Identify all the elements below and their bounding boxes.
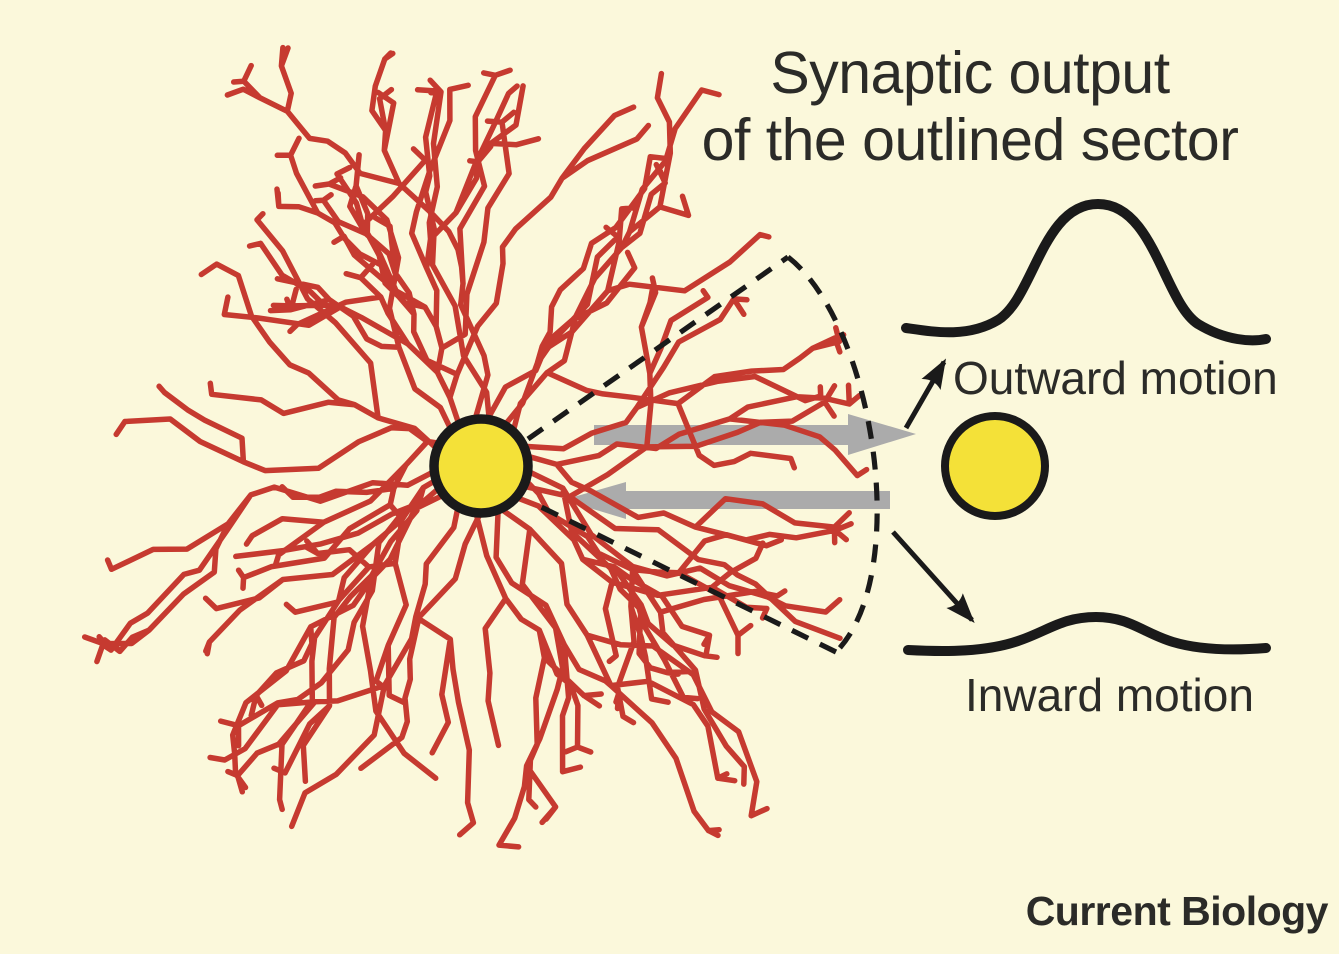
dendritic-tree: [81, 44, 870, 850]
sector-arc: [786, 254, 880, 654]
title-line-2: of the outlined sector: [701, 107, 1239, 173]
inward-response-curve: [903, 611, 1271, 657]
outward-motion-label: Outward motion: [953, 352, 1278, 404]
arrow-up-right-icon: [903, 358, 947, 430]
title-line-1: Synaptic output: [770, 40, 1170, 106]
figure-title: Synaptic output of the outlined sector: [630, 40, 1310, 174]
pointer-arrows: [891, 358, 975, 623]
inward-motion-label: Inward motion: [965, 669, 1254, 721]
soma-circle: [429, 414, 533, 518]
arrow-down-right-icon: [891, 530, 975, 623]
target-cell-circle: [941, 412, 1049, 520]
sector-outline: [526, 254, 880, 655]
journal-signature: Current Biology: [1025, 888, 1329, 934]
sector-upper-edge: [526, 254, 790, 442]
sector-lower-edge: [531, 500, 838, 655]
outward-response-curve: [901, 198, 1271, 346]
